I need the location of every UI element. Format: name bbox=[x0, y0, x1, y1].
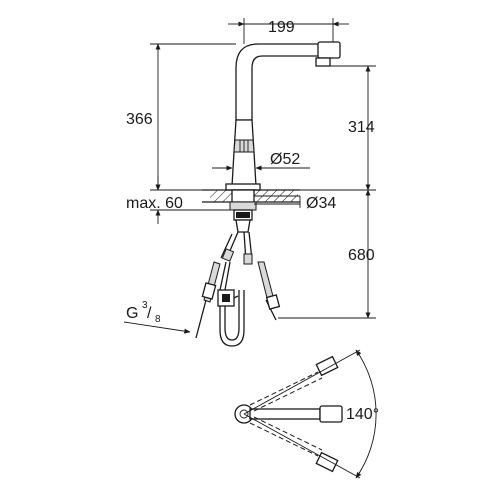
label-680: 680 bbox=[348, 247, 375, 264]
connection-label: G 3 / 8 bbox=[123, 300, 191, 334]
dim-max-thickness: max. 60 bbox=[126, 176, 230, 224]
dim-spout-reach: 199 bbox=[228, 18, 349, 44]
label-140: 140° bbox=[346, 406, 379, 423]
spout-top bbox=[249, 408, 321, 420]
label-g-num: 3 bbox=[142, 300, 148, 311]
label-g: G bbox=[126, 305, 138, 322]
faucet-base bbox=[225, 183, 261, 191]
label-max60: max. 60 bbox=[126, 195, 183, 212]
faucet-body bbox=[231, 119, 257, 187]
dim-total-height: 366 bbox=[126, 43, 236, 191]
dim-body-diameter: Ø52 bbox=[212, 151, 310, 171]
label-g-den: 8 bbox=[155, 314, 161, 325]
label-199: 199 bbox=[268, 19, 295, 36]
faucet-spout bbox=[235, 43, 323, 121]
svg-text:/: / bbox=[147, 305, 152, 322]
faucet-side-view bbox=[225, 41, 341, 191]
spout-head bbox=[317, 41, 341, 59]
mounting-assembly bbox=[229, 201, 257, 233]
label-o52: Ø52 bbox=[270, 151, 300, 168]
dim-hose-length: 680 bbox=[278, 189, 376, 319]
supply-hoses bbox=[195, 231, 281, 347]
label-314: 314 bbox=[348, 119, 375, 136]
swivel-top-view: 140° bbox=[234, 349, 379, 479]
label-o34: Ø34 bbox=[306, 195, 336, 212]
label-366: 366 bbox=[126, 111, 153, 128]
dim-hole-diameter: Ø34 bbox=[254, 195, 336, 212]
dim-spout-height: 314 bbox=[300, 65, 376, 191]
